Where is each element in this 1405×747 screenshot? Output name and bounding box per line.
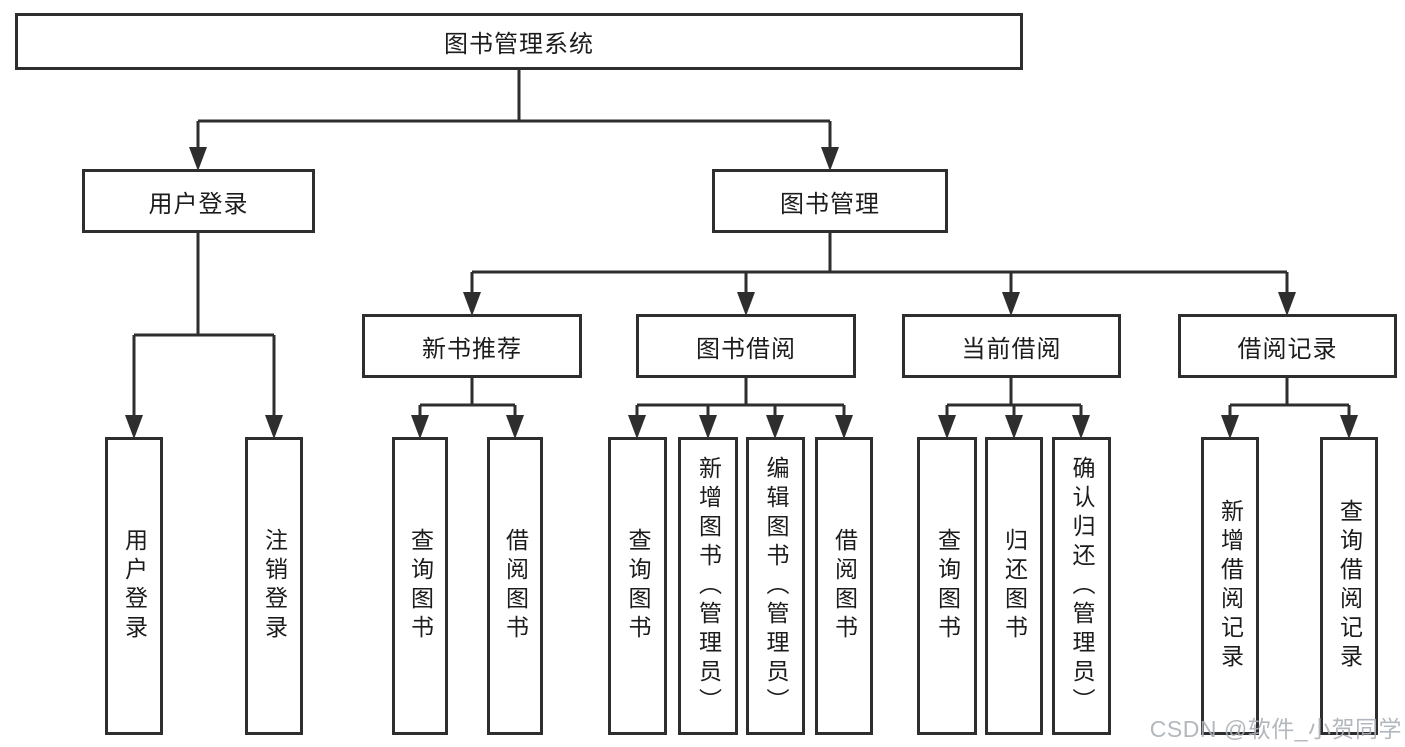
node-label: 图书管理系统: [444, 31, 594, 58]
arrowhead: [737, 292, 755, 316]
node-book-management: 图书管理: [712, 169, 948, 233]
arrowhead: [699, 415, 717, 439]
node-label: 用户登录: [121, 528, 148, 644]
leaf-add-book-admin: 新增图书（管理员）: [678, 437, 738, 735]
connector-newbook-to-leaves: [411, 378, 524, 439]
arrowhead: [1005, 415, 1023, 439]
node-label: 注销登录: [261, 528, 288, 644]
node-label: 查询图书: [934, 528, 961, 644]
node-book-borrow: 图书借阅: [636, 314, 856, 378]
arrowhead: [1278, 292, 1296, 316]
watermark: CSDN @软件_小贺同学: [1149, 716, 1402, 742]
node-label: 新增借阅记录: [1217, 499, 1244, 673]
arrowhead: [1002, 292, 1020, 316]
arrowhead: [938, 415, 956, 439]
node-label: 查询图书: [625, 528, 651, 644]
leaf-confirm-return-admin: 确认归还（管理员）: [1052, 437, 1111, 735]
arrowhead: [125, 415, 143, 439]
arrowhead: [628, 415, 646, 439]
node-library-system: 图书管理系统: [15, 13, 1023, 70]
node-label: 归还图书: [1001, 528, 1028, 644]
connector-bookmgmt-to-level2: [463, 233, 1296, 316]
node-label: 编辑图书（管理员）: [763, 455, 789, 717]
node-label: 借阅记录: [1237, 335, 1338, 363]
arrowhead: [411, 415, 429, 439]
node-label: 用户登录: [148, 190, 249, 218]
leaf-query-books-current: 查询图书: [917, 437, 977, 735]
arrowhead: [463, 292, 481, 316]
connector-bookborrow-to-leaves: [628, 378, 853, 439]
node-label: 借阅图书: [502, 528, 529, 644]
node-label: 当前借阅: [961, 335, 1062, 363]
leaf-borrow-books-newbook: 借阅图书: [487, 437, 543, 735]
connector-borrowrecord-to-leaves: [1221, 378, 1358, 439]
arrowhead: [1072, 415, 1090, 439]
node-label: 确认归还（管理员）: [1069, 455, 1095, 717]
leaf-edit-book-admin: 编辑图书（管理员）: [746, 437, 805, 735]
node-label: 新增图书（管理员）: [695, 455, 722, 717]
arrowhead: [1340, 415, 1358, 439]
connector-root-to-level1: [189, 69, 839, 171]
node-label: 新书推荐: [422, 335, 522, 363]
leaf-return-book: 归还图书: [985, 437, 1043, 735]
arrowhead: [506, 415, 524, 439]
leaf-logout: 注销登录: [245, 437, 303, 735]
arrowhead: [1221, 415, 1239, 439]
leaf-borrow-books-borrow: 借阅图书: [815, 437, 873, 735]
arrowhead: [265, 415, 283, 439]
node-label: 查询借阅记录: [1336, 499, 1363, 673]
connector-userlogin-to-leaves: [125, 233, 283, 439]
leaf-query-books-borrow: 查询图书: [608, 437, 667, 735]
leaf-user-login: 用户登录: [105, 437, 163, 735]
arrowhead: [189, 147, 207, 171]
node-label: 图书管理: [780, 190, 880, 218]
leaf-add-borrow-record: 新增借阅记录: [1201, 437, 1259, 735]
arrowhead: [821, 147, 839, 171]
node-current-borrow: 当前借阅: [902, 314, 1121, 378]
node-user-login: 用户登录: [82, 169, 315, 233]
node-new-book-recommend: 新书推荐: [362, 314, 582, 378]
node-label: 查询图书: [407, 528, 434, 644]
node-borrow-records: 借阅记录: [1178, 314, 1397, 378]
leaf-query-borrow-record: 查询借阅记录: [1320, 437, 1378, 735]
node-label: 图书借阅: [696, 335, 796, 363]
connector-currentborrow-to-leaves: [938, 378, 1090, 439]
arrowhead: [835, 415, 853, 439]
node-label: 借阅图书: [831, 528, 858, 644]
leaf-query-books-newbook: 查询图书: [392, 437, 448, 735]
arrowhead: [766, 415, 784, 439]
